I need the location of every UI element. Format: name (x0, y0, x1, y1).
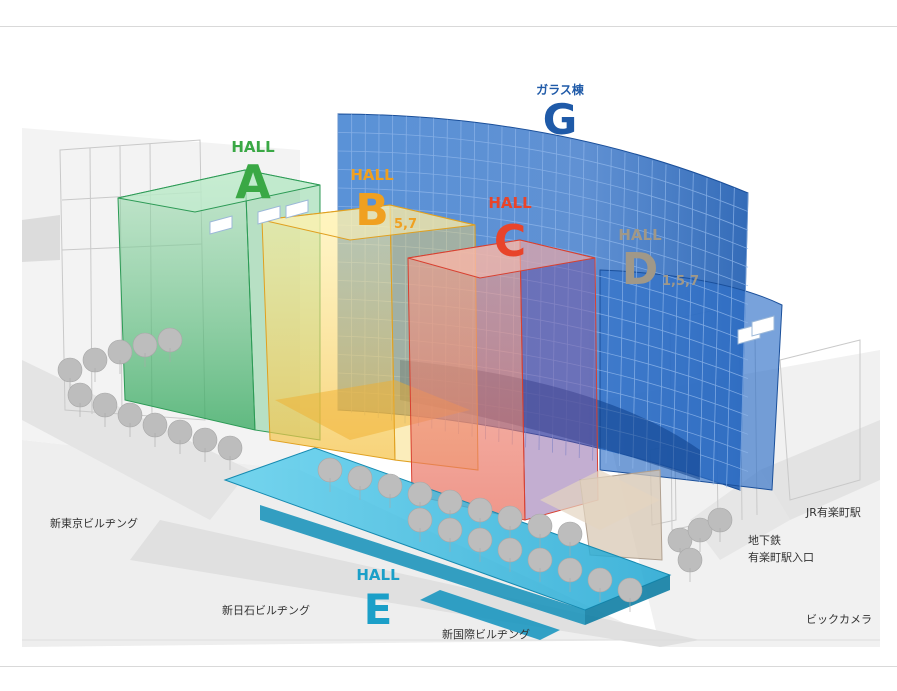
label-b-sub: 5,7 (394, 217, 417, 232)
label-shin-nisseki-building: 新日石ビルヂング (222, 603, 310, 617)
label-e-letter: E (364, 585, 393, 634)
building-hall-c (407, 239, 599, 521)
label-hall-e: HALL E (356, 566, 400, 634)
label-c-letter: C (494, 216, 526, 267)
label-hall-g: ガラス棟 G (536, 82, 585, 144)
label-jr-yurakucho-station: JR有楽町駅 (805, 505, 861, 519)
top-divider (0, 26, 897, 27)
label-bic-camera: ビックカメラ (806, 613, 872, 626)
label-shin-kokusai-building: 新国際ビルヂング (442, 627, 530, 641)
label-subway: 地下鉄 (748, 533, 781, 547)
label-yurakucho-entrance: 有楽町駅入口 (748, 550, 814, 564)
tree-rows (57, 327, 733, 612)
label-b-kicker: HALL (350, 166, 394, 184)
building-hall-d (540, 469, 663, 561)
label-hall-a: HALL A (231, 138, 275, 209)
label-a-letter: A (235, 155, 271, 209)
label-d-sub: 1,5,7 (662, 274, 699, 289)
label-hall-c: HALL C (488, 194, 532, 267)
label-hall-b: HALL B 5,7 (350, 166, 417, 236)
label-b-letter: B (355, 185, 389, 236)
label-d-letter: D (622, 244, 659, 295)
label-a-kicker: HALL (231, 138, 275, 156)
bottom-divider (0, 666, 897, 667)
label-hall-d: HALL D 1,5,7 (618, 226, 699, 295)
label-d-kicker: HALL (618, 226, 662, 244)
label-e-kicker: HALL (356, 566, 400, 584)
label-c-kicker: HALL (488, 194, 532, 212)
label-shin-tokyo-building: 新東京ビルヂング (50, 516, 138, 530)
label-g-kicker: ガラス棟 (536, 82, 585, 97)
flags (209, 199, 775, 345)
label-g-letter: G (543, 95, 577, 144)
